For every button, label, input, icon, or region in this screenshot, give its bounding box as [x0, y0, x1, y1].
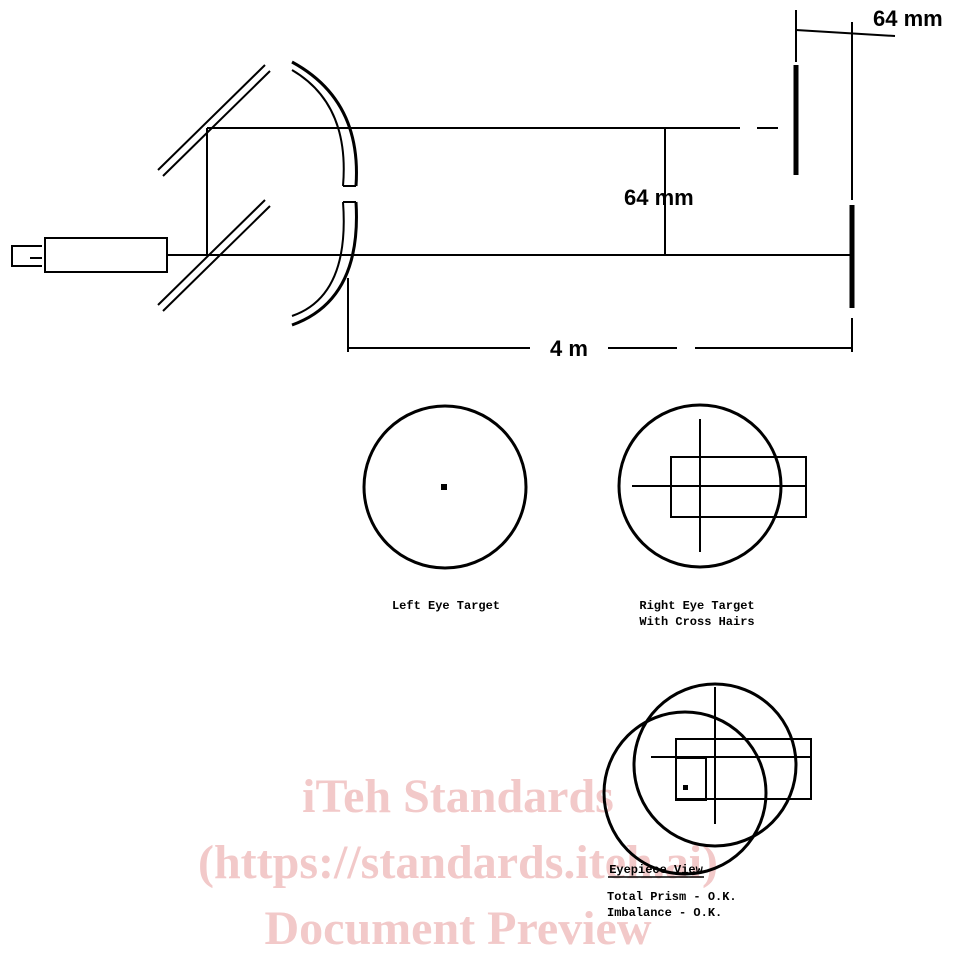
eyepiece-result-line-2: Imbalance - O.K.: [607, 906, 722, 920]
top-dimension-leader: [795, 29, 896, 37]
left-target-caption: Left Eye Target: [392, 599, 500, 613]
distance-dimension: 4 m: [347, 278, 853, 361]
right-target-caption-line-1: Right Eye Target: [639, 599, 754, 613]
eyepiece-right-circle: [632, 682, 798, 848]
left-target-dot: [441, 484, 447, 490]
target-screens: [793, 10, 855, 308]
beam-splitter-mirrors: [157, 64, 271, 312]
left-eye-target: Left Eye Target: [362, 404, 528, 613]
light-source: [11, 237, 168, 273]
top-separation-label: 64 mm: [873, 6, 943, 31]
curved-lens: [291, 60, 358, 327]
eyepiece-rect-left: [675, 757, 707, 801]
lower-mirror-edge-b: [162, 205, 271, 312]
right-target-caption-line-2: With Cross Hairs: [639, 615, 754, 629]
source-connector: [11, 245, 42, 267]
watermark-line-3: Document Preview: [265, 902, 652, 955]
upper-mirror-edge-b: [162, 70, 271, 177]
eyepiece-title: Eyepiece View: [609, 863, 703, 877]
watermark-line-2: (https://standards.iteh.ai): [198, 836, 718, 889]
left-target-circle: [362, 404, 528, 570]
lens-upper-outer: [291, 60, 358, 187]
eyepiece-result-line-1: Total Prism - O.K.: [607, 890, 737, 904]
lower-mirror-edge-a: [157, 199, 266, 306]
right-eye-target: Right Eye Target With Cross Hairs: [617, 403, 807, 629]
lens-lower-inner: [291, 201, 345, 317]
middle-separation-label: 64 mm: [624, 185, 694, 210]
eyepiece-left-circle: [602, 710, 768, 876]
watermark: iTeh Standards (https://standards.iteh.a…: [198, 770, 718, 955]
lens-upper-inner: [291, 69, 345, 187]
distance-label: 4 m: [550, 336, 588, 361]
lens-lower-outer: [291, 201, 358, 327]
watermark-line-1: iTeh Standards: [302, 770, 614, 823]
source-housing: [44, 237, 168, 273]
upper-mirror-edge-a: [157, 64, 266, 171]
eyepiece-view: Eyepiece View Total Prism - O.K. Imbalan…: [602, 682, 812, 920]
eyepiece-dot: [683, 785, 688, 790]
light-beams: [167, 127, 852, 256]
